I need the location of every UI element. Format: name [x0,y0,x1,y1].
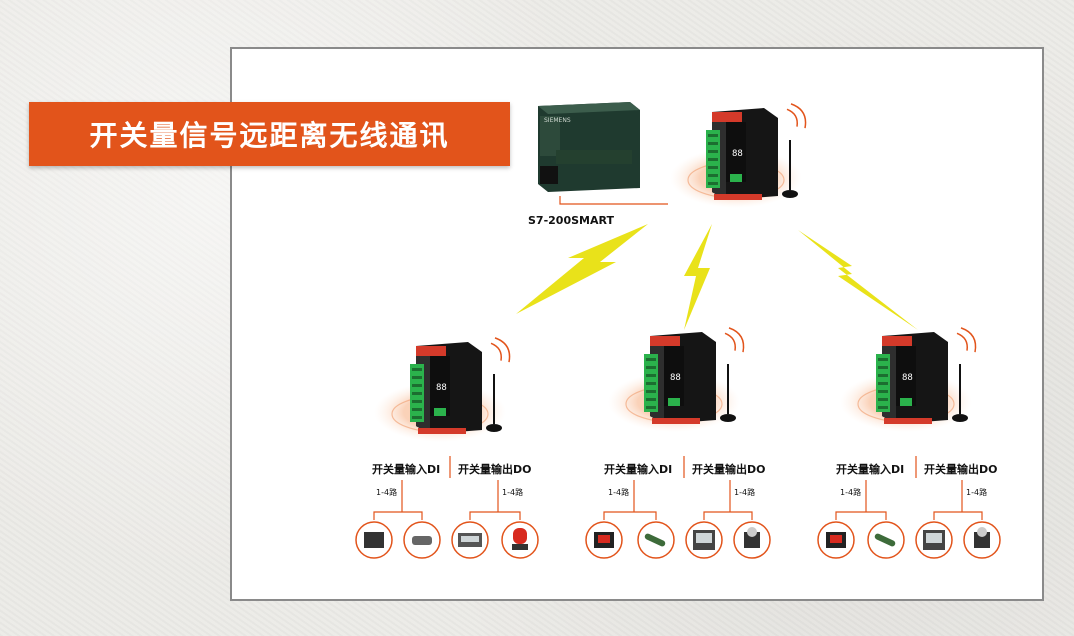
node-2-do-count: 1-4路 [734,487,755,497]
plc-label: S7-200SMART [528,214,614,227]
node-1-di-label: 开关量输入DI [372,462,440,476]
node-1-do-count: 1-4路 [502,487,523,497]
slave-module-3 [839,323,982,433]
node-3-io: 开关量输入DI 开关量输出DO 1-4路 1-4路 [817,456,1001,559]
wireless-link-left [516,224,648,314]
master-wireless-module [669,99,812,209]
wireless-link-right [798,230,918,330]
node-2-io: 开关量输入DI 开关量输出DO 1-4路 1-4路 [585,456,771,559]
node-2-do-label: 开关量输出DO [692,462,765,476]
node-2-di-count: 1-4路 [608,487,629,497]
slave-module-2 [607,323,750,433]
slave-module-1 [373,333,516,443]
node-3-do-count: 1-4路 [966,487,987,497]
wireless-link-middle [684,224,712,330]
node-3-di-label: 开关量输入DI [836,462,904,476]
node-1-io: 开关量输入DI 开关量输出DO 1-4路 1-4路 [355,456,539,559]
node-3-do-label: 开关量输出DO [924,462,997,476]
node-1-do-label: 开关量输出DO [458,462,531,476]
node-2-di-label: 开关量输入DI [604,462,672,476]
plc-controller: SIEMENS [538,102,640,192]
banner-title: 开关量信号远距离无线通讯 [89,119,450,152]
svg-text:SIEMENS: SIEMENS [544,117,571,124]
node-1-di-count: 1-4路 [376,487,397,497]
title-banner: 开关量信号远距离无线通讯 [29,102,510,166]
node-3-di-count: 1-4路 [840,487,861,497]
